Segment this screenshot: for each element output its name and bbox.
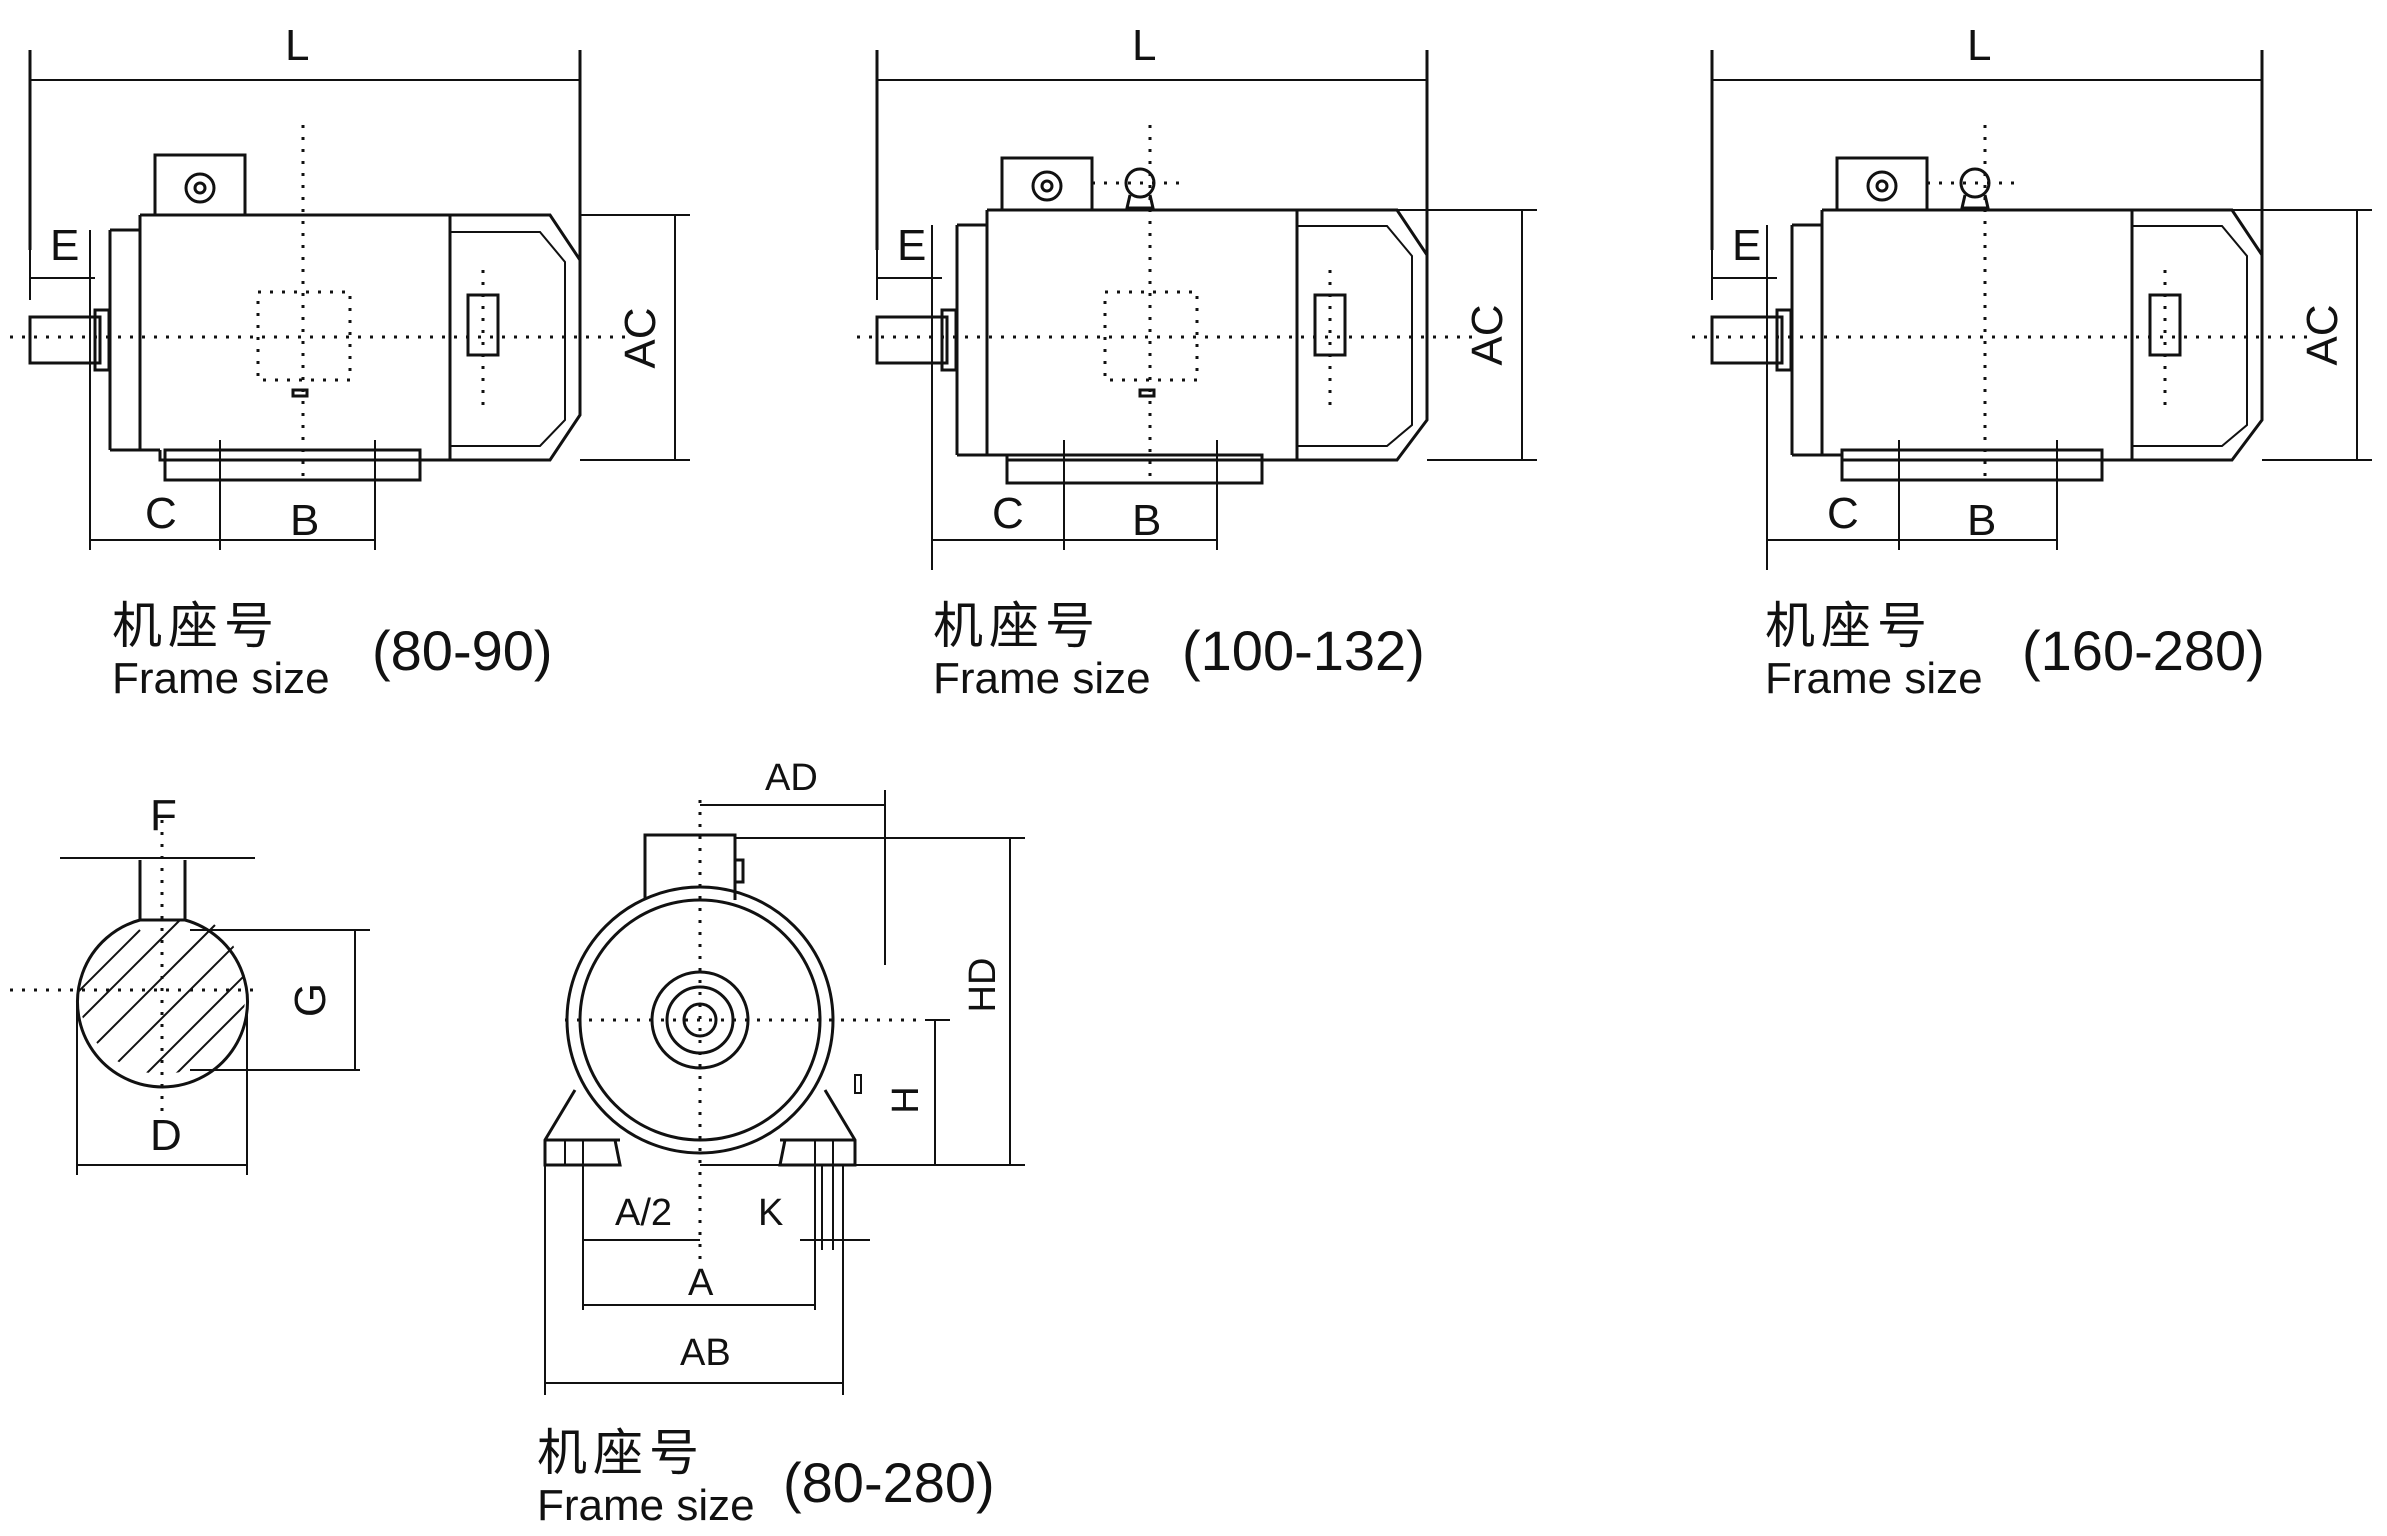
- dim-label-HD: HD: [962, 958, 1004, 1013]
- dim-label-L: L: [285, 21, 309, 70]
- caption-en: Frame size: [112, 654, 330, 703]
- dim-label-D: D: [150, 1111, 182, 1160]
- dim-label-AD: AD: [765, 757, 818, 799]
- caption-cn: 机座号: [933, 597, 1101, 655]
- side-view-160-280: L C B E AC: [1692, 21, 2372, 570]
- caption-en: Frame size: [1765, 654, 1983, 703]
- side-view-80-90: L C B E: [10, 21, 690, 550]
- dim-label-H: H: [885, 1086, 927, 1113]
- dim-label-AC: AC: [616, 307, 665, 368]
- side-view-100-132: L C B E AC: [857, 21, 1537, 570]
- dim-label-F: F: [150, 791, 177, 840]
- caption-cn: 机座号: [537, 1424, 705, 1482]
- dim-label-B: B: [290, 496, 319, 545]
- dim-label-G: G: [286, 983, 335, 1017]
- dim-label-AC: AC: [2298, 304, 2347, 365]
- dim-label-E: E: [897, 221, 926, 270]
- dim-label-A-half: A/2: [615, 1192, 672, 1234]
- dim-label-K: K: [758, 1192, 783, 1234]
- dim-label-L: L: [1967, 21, 1991, 70]
- dim-label-C: C: [1827, 489, 1859, 538]
- dim-label-C: C: [992, 489, 1024, 538]
- caption-view-2: 机座号 Frame size: [933, 598, 1151, 704]
- dim-label-AB: AB: [680, 1332, 731, 1374]
- frame-range-3: (160-280): [2022, 619, 2265, 682]
- dim-label-E: E: [50, 221, 79, 270]
- caption-en: Frame size: [537, 1481, 755, 1530]
- caption-cn: 机座号: [112, 597, 280, 655]
- dim-label-B: B: [1967, 496, 1996, 545]
- end-view: AD HD H A/2 K A AB: [543, 757, 1025, 1395]
- dim-label-B: B: [1132, 496, 1161, 545]
- dim-label-E: E: [1732, 221, 1761, 270]
- caption-end-view: 机座号 Frame size: [537, 1425, 755, 1531]
- caption-cn: 机座号: [1765, 597, 1933, 655]
- dim-label-AC: AC: [1463, 304, 1512, 365]
- dim-label-C: C: [145, 489, 177, 538]
- shaft-section-view: F G D: [10, 791, 370, 1175]
- caption-view-3: 机座号 Frame size: [1765, 598, 1983, 704]
- caption-en: Frame size: [933, 654, 1151, 703]
- frame-range-1: (80-90): [372, 619, 553, 682]
- dim-label-A: A: [688, 1262, 714, 1304]
- caption-view-1: 机座号 Frame size: [112, 598, 330, 704]
- frame-range-end: (80-280): [783, 1451, 995, 1514]
- frame-range-2: (100-132): [1182, 619, 1425, 682]
- dim-label-L: L: [1132, 21, 1156, 70]
